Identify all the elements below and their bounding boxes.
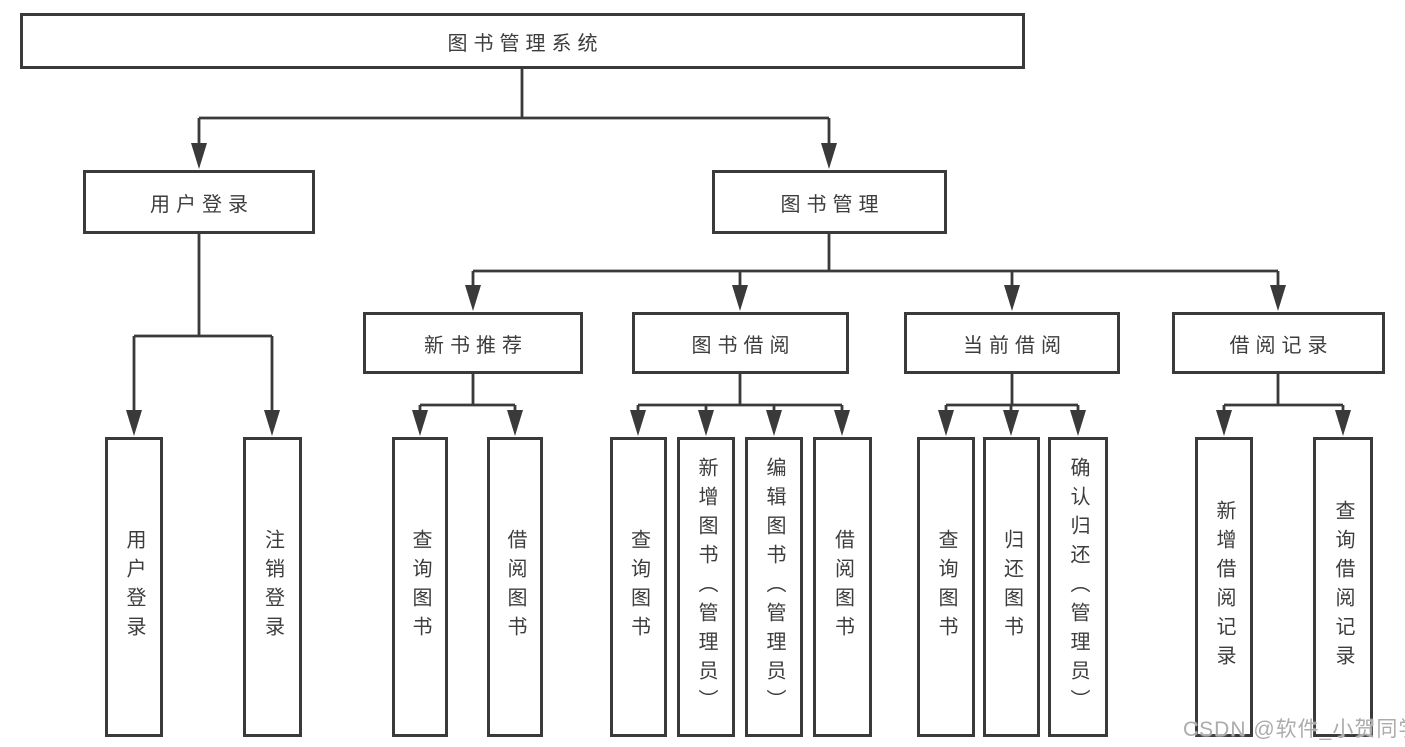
leaf-logout: 注销登录: [243, 437, 302, 737]
arrow-new-book-rec: [465, 285, 481, 311]
arrow-leaf-logout: [264, 410, 280, 436]
arrow-borrow-record: [1270, 285, 1286, 311]
node-label: 图书借阅: [691, 334, 796, 357]
node-user-login: 用户登录: [83, 170, 315, 234]
node-book-management: 图书管理: [712, 170, 947, 234]
arrow-leaf-query-book-1: [412, 410, 428, 436]
node-label: 用户登录: [123, 529, 145, 645]
node-label: 查询借阅记录: [1332, 500, 1354, 674]
leaf-add-borrow-record: 新增借阅记录: [1195, 437, 1253, 737]
leaf-query-books-3: 查询图书: [917, 437, 975, 737]
node-label: 用户登录: [150, 193, 254, 216]
leaf-query-borrow-record: 查询借阅记录: [1313, 437, 1373, 737]
leaf-confirm-return-admin: 确认归还（管理员）: [1048, 437, 1108, 737]
arrow-leaf-borrow-book-2: [834, 410, 850, 436]
arrow-leaf-query-book-3: [938, 410, 954, 436]
arrow-book-mgmt: [821, 143, 837, 169]
node-label: 借阅记录: [1229, 334, 1334, 357]
leaf-user-login: 用户登录: [105, 437, 163, 737]
node-label: 图书管理: [780, 193, 885, 216]
arrow-leaf-confirm-return: [1070, 410, 1086, 436]
node-label: 查询图书: [409, 529, 431, 645]
leaf-query-books-2: 查询图书: [610, 437, 667, 737]
arrow-leaf-borrow-book-1: [507, 410, 523, 436]
leaf-return-book: 归还图书: [983, 437, 1040, 737]
node-label: 归还图书: [1000, 529, 1023, 645]
leaf-add-book-admin: 新增图书（管理员）: [677, 437, 735, 737]
arrow-leaf-query-book-2: [630, 410, 646, 436]
arrow-leaf-add-record: [1216, 410, 1232, 436]
node-library-management-system: 图书管理系统: [20, 13, 1025, 69]
arrowheads: [126, 143, 1351, 436]
leaf-query-books-1: 查询图书: [392, 437, 448, 737]
node-label: 借阅图书: [831, 529, 854, 645]
leaf-borrow-books-2: 借阅图书: [813, 437, 872, 737]
arrow-leaf-return-book: [1003, 410, 1019, 436]
node-borrowing-records: 借阅记录: [1172, 312, 1385, 374]
node-label: 查询图书: [935, 529, 957, 645]
node-label: 编辑图书（管理员）: [763, 456, 785, 718]
node-label: 确认归还（管理员）: [1067, 456, 1089, 718]
node-label: 新增图书（管理员）: [695, 456, 717, 718]
node-book-borrowing: 图书借阅: [632, 312, 849, 374]
arrow-current-borrow: [1004, 285, 1020, 311]
arrow-book-borrow: [732, 285, 748, 311]
node-new-book-recommendation: 新书推荐: [363, 312, 583, 374]
node-label: 注销登录: [261, 529, 284, 645]
node-label: 查询图书: [627, 529, 650, 645]
arrow-leaf-edit-book: [766, 410, 782, 436]
node-label: 新书推荐: [424, 334, 528, 357]
leaf-edit-book-admin: 编辑图书（管理员）: [745, 437, 803, 737]
arrow-leaf-user-login: [126, 410, 142, 436]
arrow-leaf-add-book: [698, 410, 714, 436]
arrow-user-login: [191, 143, 207, 169]
arrow-leaf-query-record: [1335, 410, 1351, 436]
node-label: 借阅图书: [504, 529, 526, 645]
leaf-borrow-books-1: 借阅图书: [487, 437, 543, 737]
node-current-borrowing: 当前借阅: [904, 312, 1120, 374]
node-label: 图书管理系统: [447, 32, 604, 55]
node-label: 当前借阅: [963, 334, 1067, 357]
node-label: 新增借阅记录: [1213, 500, 1235, 674]
